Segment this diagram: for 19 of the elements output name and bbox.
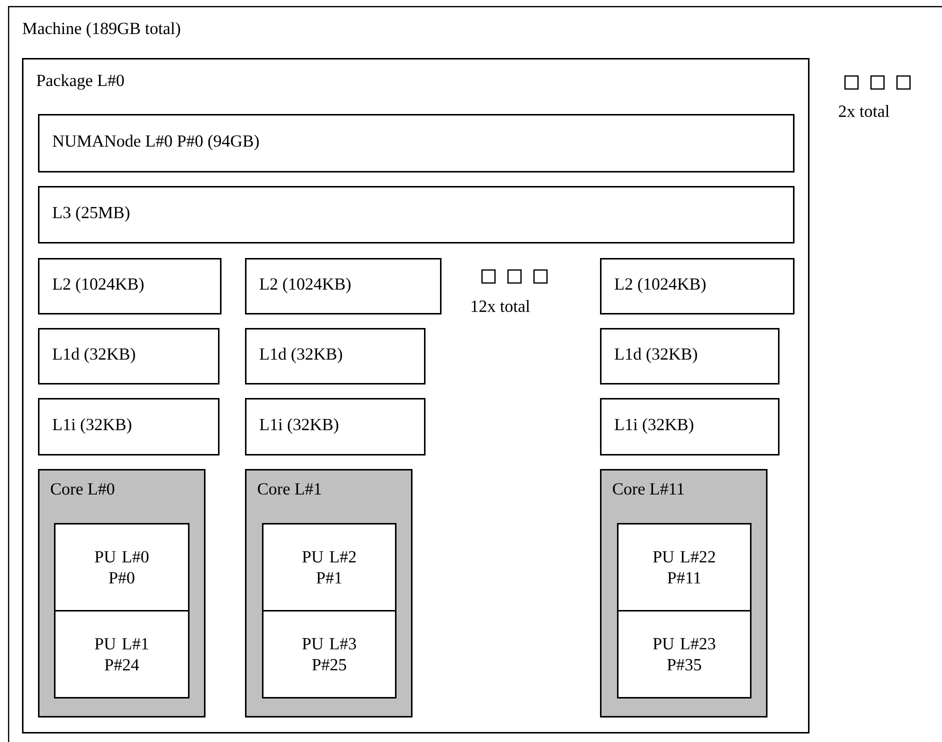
cache-box: L1i (32KB): [38, 398, 220, 456]
cache-box: L2 (1024KB): [245, 258, 442, 314]
cache-box: NUMANode L#0 P#0 (94GB): [38, 114, 794, 172]
cache-box: L1d (32KB): [600, 328, 780, 384]
processing-unit-box: PU L#23 P#35: [617, 610, 752, 698]
processing-unit-box: PU L#3 P#25: [262, 610, 396, 698]
processing-unit-box: PU L#1 P#24: [54, 610, 190, 698]
processing-unit-box: PU L#22 P#11: [617, 523, 752, 612]
cache-box: L3 (25MB): [38, 186, 794, 244]
processing-unit-box: PU L#2 P#1: [262, 523, 396, 612]
cache-box: L1i (32KB): [245, 398, 426, 456]
count-label: 12x total: [472, 300, 530, 312]
cache-box: L1d (32KB): [245, 328, 426, 384]
cache-box: L1d (32KB): [38, 328, 220, 384]
cache-box: L1i (32KB): [600, 398, 780, 456]
cache-box: L2 (1024KB): [38, 258, 222, 314]
processing-unit-box: PU L#0 P#0: [54, 523, 190, 612]
cache-box: L2 (1024KB): [600, 258, 794, 314]
count-label: 2x total: [838, 105, 890, 117]
